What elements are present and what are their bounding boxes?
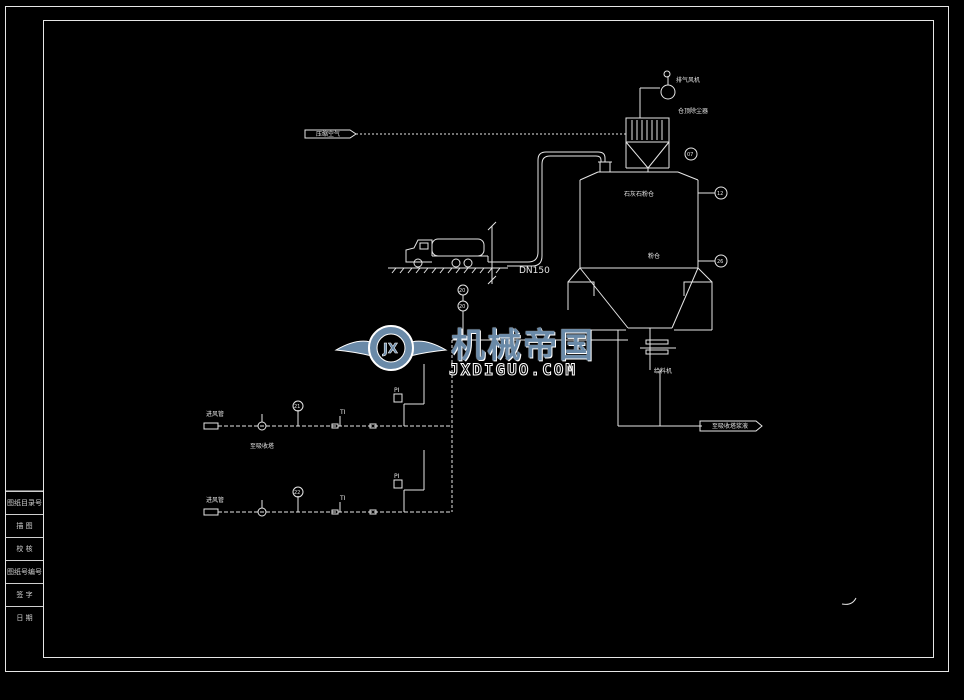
label-exhaust-fan: 排气风机: [676, 76, 700, 84]
inlet-line-b: [203, 450, 452, 517]
title-block-sidebar: 图纸目录号 描 图 校 核 图纸号编号 签 字 日 期: [6, 491, 43, 629]
sidebar-row: 日 期: [6, 606, 43, 629]
sidebar-row: 签 字: [6, 583, 43, 606]
dust-collector: [625, 117, 670, 172]
outlet-arrow: [699, 420, 763, 432]
label-silo-top: 石灰石粉仓: [624, 190, 654, 198]
label-ti-b: TI: [339, 495, 346, 502]
exhaust-fan: [639, 70, 676, 118]
tag-20a: 20: [459, 288, 465, 294]
label-ti-a: TI: [339, 409, 346, 416]
sidebar-row: 描 图: [6, 514, 43, 537]
label-feeder: 给料机: [654, 367, 672, 375]
sidebar-row: 图纸目录号: [6, 491, 43, 514]
tag-21: 21: [294, 404, 300, 410]
tag-26: 26: [717, 259, 723, 265]
tag-07: 07: [687, 152, 693, 158]
conveying-pipe: [503, 151, 606, 263]
label-outlet-to: 至吸收塔浆液: [712, 422, 748, 430]
outer-frame: [5, 6, 949, 672]
tag-20b: 20: [459, 304, 465, 310]
watermark-url: JXDIGUO.COM: [449, 360, 577, 380]
label-pi-a: PI: [394, 387, 400, 394]
instrument-bubble-22: [292, 486, 304, 498]
tanker-truck: [388, 238, 508, 274]
tag-22: 22: [294, 490, 300, 496]
label-inlet-b: 进风管: [206, 496, 224, 504]
inlet-line-a: [203, 364, 452, 431]
sidebar-row: 图纸号编号: [6, 560, 43, 583]
silo: [579, 171, 699, 329]
watermark-badge: JX: [382, 342, 398, 357]
label-dust-collector: 仓顶除尘器: [678, 107, 708, 115]
watermark-title: 机械帝国: [451, 326, 595, 366]
instrument-bubble-21: [292, 400, 304, 412]
label-mid-note: 至吸收塔: [250, 442, 274, 450]
instrument-bubble-07: [684, 147, 698, 161]
label-compressed-air: 压缩空气: [316, 130, 340, 138]
label-dn150: DN150: [519, 266, 550, 276]
inner-frame: [43, 20, 934, 658]
label-pi-b: PI: [394, 473, 400, 480]
feeder: [640, 328, 676, 370]
label-silo-mid: 粉仓: [648, 252, 660, 260]
watermark-emblem: JX: [334, 325, 448, 371]
compressed-air-line: [304, 129, 626, 139]
watermark: 机械帝国 JXDIGUO.COM: [336, 316, 636, 386]
label-inlet-a: 进风管: [206, 410, 224, 418]
sidebar-row: 校 核: [6, 537, 43, 560]
tag-12: 12: [717, 191, 723, 197]
